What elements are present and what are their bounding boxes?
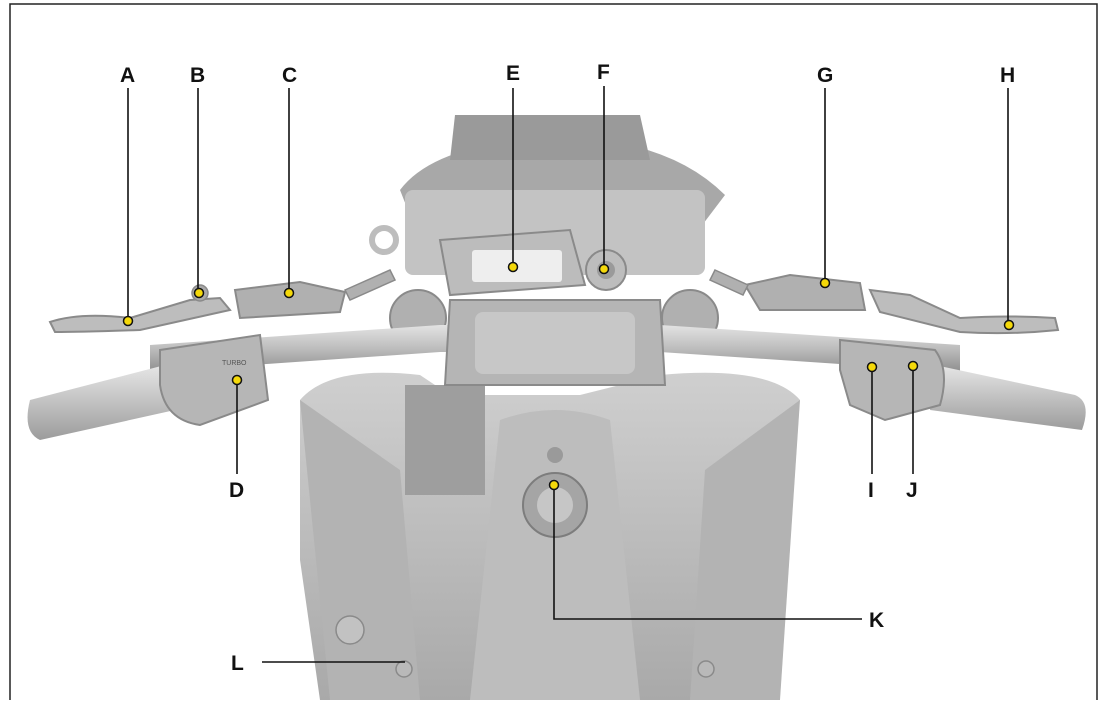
- marker-h: [1003, 319, 1015, 331]
- side-bolt-left: [395, 660, 413, 678]
- clamp-cover: [475, 312, 635, 374]
- turbo-switch-text: TURBO: [222, 360, 247, 367]
- callout-label-g: G: [817, 64, 833, 87]
- left-lever: [48, 296, 232, 334]
- side-plug-left: [335, 615, 365, 645]
- marker-j: [907, 360, 919, 372]
- right-grip: [930, 365, 1086, 430]
- callout-label-h: H: [1000, 64, 1015, 87]
- tank-side-right: [690, 400, 800, 700]
- marker-c: [283, 287, 295, 299]
- callout-markers: [122, 261, 1015, 491]
- callout-label-d: D: [229, 479, 244, 502]
- callout-label-i: I: [868, 479, 874, 502]
- left-mirror-stem: [343, 269, 397, 301]
- marker-k: [548, 479, 560, 491]
- marker-g: [819, 277, 831, 289]
- leader-line-k: [553, 485, 862, 620]
- marker-b: [193, 287, 205, 299]
- callout-label-k: K: [869, 609, 884, 632]
- engine-block: [405, 385, 485, 495]
- right-master-cylinder: [743, 273, 867, 311]
- side-bolt-right: [697, 660, 715, 678]
- left-grip: [27, 365, 175, 440]
- right-lever: [868, 288, 1060, 335]
- marker-e: [507, 261, 519, 273]
- marker-a: [122, 315, 134, 327]
- callout-label-b: B: [190, 64, 205, 87]
- marker-i: [866, 361, 878, 373]
- left-switch-housing: [159, 333, 270, 427]
- marker-f: [598, 263, 610, 275]
- callout-label-e: E: [506, 62, 520, 85]
- callout-label-j: J: [906, 479, 918, 502]
- callout-label-a: A: [120, 64, 135, 87]
- callout-label-l: L: [231, 652, 244, 675]
- callout-labels: A B C D E F G H I J K L: [120, 61, 1015, 675]
- fuel-cap-inner: [537, 487, 573, 523]
- fuel-cap-top: [547, 447, 563, 463]
- mount-ring: [369, 225, 399, 255]
- tank-center-panel: [470, 410, 640, 700]
- motorcycle-illustration: TURBO: [27, 115, 1086, 700]
- right-mirror-stem: [708, 269, 750, 296]
- frame-border: [9, 3, 1098, 700]
- right-switch-housing: [839, 338, 945, 422]
- callout-label-c: C: [282, 64, 297, 87]
- leader-lines: [127, 86, 1009, 663]
- callout-label-f: F: [597, 61, 610, 84]
- windscreen-top: [450, 115, 650, 160]
- marker-d: [231, 374, 243, 386]
- tank-side-left: [300, 400, 420, 700]
- left-master-cylinder: [233, 280, 347, 320]
